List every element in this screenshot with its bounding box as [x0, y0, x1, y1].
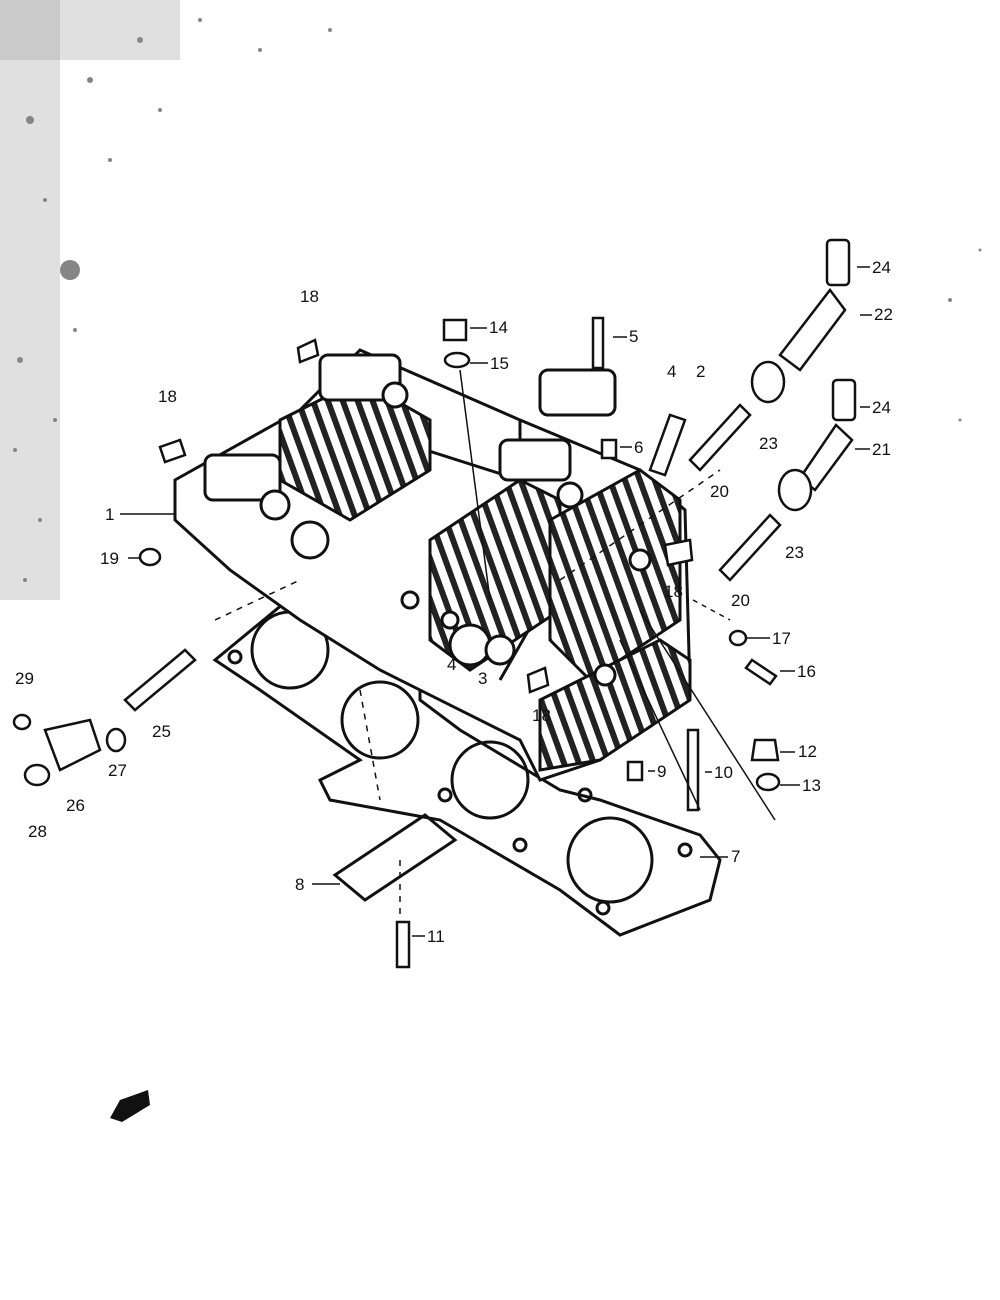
callout-4-top: 4 — [667, 362, 677, 381]
callout-6: 6 — [634, 438, 644, 457]
callout-1: 1 — [105, 505, 115, 524]
callout-18-center: 18 — [532, 706, 551, 725]
scan-noise — [0, 0, 982, 600]
cam-chain-gasket — [332, 813, 458, 902]
callout-16: 16 — [797, 662, 816, 681]
part-26-housing — [43, 718, 102, 772]
part-16-bolt — [744, 658, 778, 686]
callout-28: 28 — [28, 822, 47, 841]
part-18-cap-d — [526, 666, 550, 694]
part-2-pipe — [648, 413, 687, 477]
part-24-top — [825, 238, 851, 287]
part-10-bolt — [686, 728, 700, 812]
callout-19: 19 — [100, 549, 119, 568]
callout-3: 3 — [478, 669, 488, 688]
part-9-dowel — [626, 760, 644, 782]
callout-20-lower: 20 — [731, 591, 750, 610]
callout-10: 10 — [714, 763, 733, 782]
callout-18-left: 18 — [158, 387, 177, 406]
callout-8: 8 — [295, 875, 305, 894]
part-6-dowel — [600, 438, 618, 460]
callout-9: 9 — [657, 762, 667, 781]
part-23-ring-b — [777, 468, 813, 512]
part-25-shaft — [123, 648, 197, 712]
callout-22: 22 — [874, 305, 893, 324]
part-18-cap-c — [663, 538, 694, 567]
front-direction-arrow-icon — [110, 1090, 150, 1122]
callout-25: 25 — [152, 722, 171, 741]
part-12-cap-nut — [750, 738, 780, 762]
callout-13: 13 — [802, 776, 821, 795]
part-15-washer — [443, 351, 471, 369]
callout-12: 12 — [798, 742, 817, 761]
callout-7: 7 — [731, 847, 741, 866]
part-27-ring — [105, 727, 127, 753]
callout-17: 17 — [772, 629, 791, 648]
callout-14: 14 — [489, 318, 508, 337]
callout-27: 27 — [108, 761, 127, 780]
leader-lines — [120, 266, 872, 937]
callout-20-upper: 20 — [710, 482, 729, 501]
callout-24-lower: 24 — [872, 398, 891, 417]
part-14-nut — [442, 318, 468, 342]
callout-11: 11 — [427, 927, 445, 946]
part-28-plug — [23, 763, 51, 787]
part-13-washer — [755, 772, 781, 792]
callout-4-lower: 4 — [447, 655, 457, 674]
part-20-plug-b — [718, 513, 782, 582]
part-20-plug-a — [688, 403, 752, 472]
part-18-cap-b — [158, 438, 187, 464]
callout-29: 29 — [15, 669, 34, 688]
callout-18-top: 18 — [300, 287, 319, 306]
callout-21: 21 — [872, 440, 891, 459]
callout-5: 5 — [629, 327, 639, 346]
exploded-parts — [12, 238, 857, 969]
callout-23-upper: 23 — [759, 434, 778, 453]
part-22-hose — [778, 287, 847, 372]
callout-23-lower: 23 — [785, 543, 804, 562]
part-24-lower — [831, 378, 857, 422]
cylinder-head — [173, 348, 692, 782]
part-18-cap-a — [296, 338, 320, 364]
part-21-hose — [798, 423, 854, 492]
part-17-washer — [728, 629, 748, 647]
callout-26: 26 — [66, 796, 85, 815]
callout-2: 2 — [696, 362, 706, 381]
callout-15: 15 — [490, 354, 509, 373]
part-11-bolt — [395, 920, 411, 969]
part-19-plug — [138, 547, 162, 567]
part-23-ring-a — [750, 360, 786, 404]
part-5-bolt — [591, 316, 605, 370]
callout-24-upper: 24 — [872, 258, 891, 277]
part-29-screw — [12, 713, 32, 731]
callout-18-right: 18 — [664, 582, 683, 601]
